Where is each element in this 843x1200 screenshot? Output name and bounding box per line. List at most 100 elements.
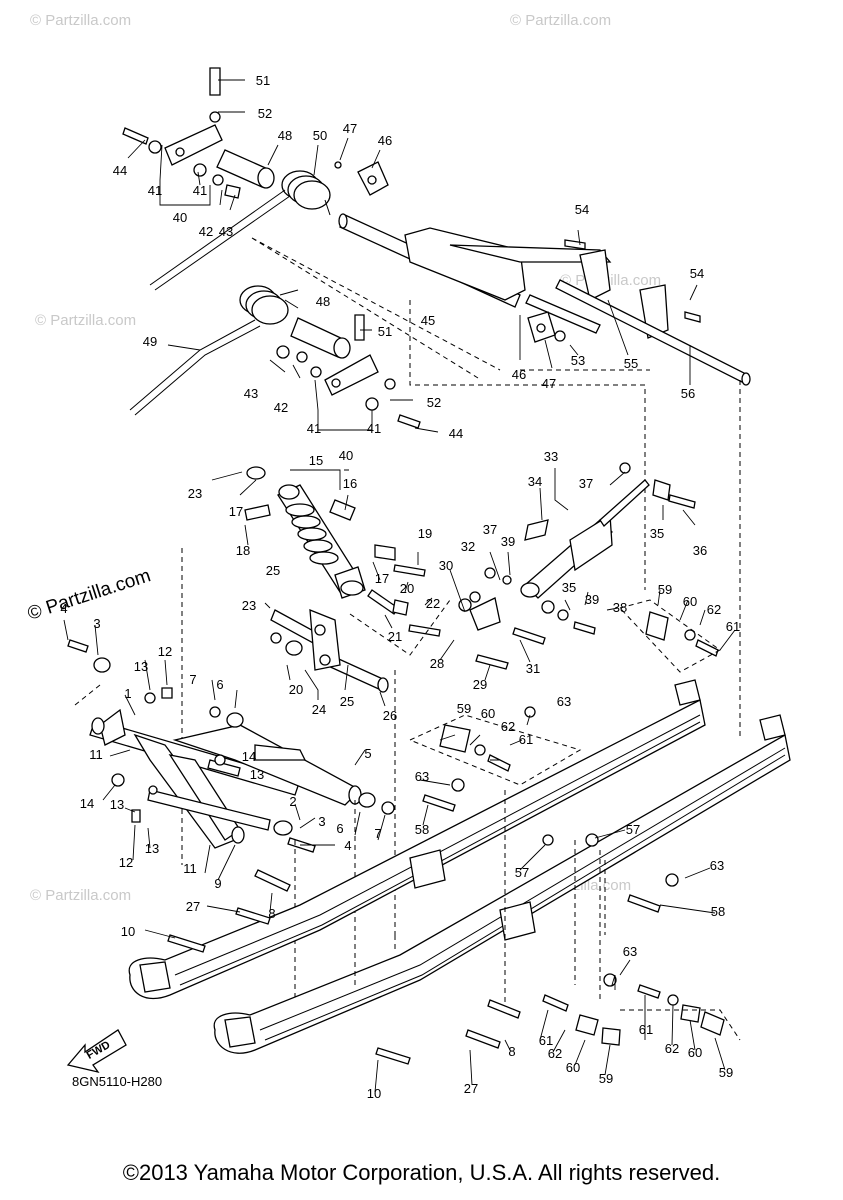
callout-22: 22 [426,596,440,611]
callout-54: 54 [575,202,589,217]
callout-12b: 12 [119,855,133,870]
callout-14: 14 [242,749,256,764]
callout-4: 4 [60,601,67,616]
callout-62: 62 [707,602,721,617]
rear-shaft-assembly [122,67,751,429]
callout-57b: 57 [515,865,529,880]
callout-6b: 6 [336,821,343,836]
callout-6: 6 [216,677,223,692]
callout-41b: 41 [193,183,207,198]
callout-10b: 10 [367,1086,381,1101]
callout-21: 21 [388,629,402,644]
pivot-shaft-group [270,609,389,693]
callout-40b: 40 [339,448,353,463]
watermark-mid-right: © Partzilla.com [560,272,661,289]
callout-39: 39 [501,534,515,549]
callout-43: 43 [219,224,233,239]
callout-17: 17 [229,504,243,519]
callout-51: 51 [256,73,270,88]
callout-16: 16 [343,476,357,491]
callout-27: 27 [186,899,200,914]
callout-23b: 23 [242,598,256,613]
callout-54b: 54 [690,266,704,281]
callout-63d: 63 [623,944,637,959]
rail-hardware [167,706,725,1065]
callout-55: 55 [624,356,638,371]
callout-20b: 20 [289,682,303,697]
callout-2: 2 [289,794,296,809]
callout-37b: 37 [483,522,497,537]
callout-41c: 41 [307,421,321,436]
front-suspension-arm [89,708,362,849]
callout-37: 37 [579,476,593,491]
callout-12: 12 [158,644,172,659]
callout-10: 10 [121,924,135,939]
callout-44b: 44 [449,426,463,441]
callout-25b: 25 [340,694,354,709]
callout-23: 23 [188,486,202,501]
callout-4b: 4 [344,838,351,853]
callout-61b: 61 [519,732,533,747]
callout-51b: 51 [378,324,392,339]
callout-8: 8 [268,906,275,921]
callout-9: 9 [214,876,221,891]
torsion-spring-upper [149,170,331,291]
callout-30: 30 [439,558,453,573]
left-slide-rail [128,679,706,1000]
callout-41: 41 [148,183,162,198]
callout-27b: 27 [464,1081,478,1096]
callout-38: 38 [613,600,627,615]
callout-35b: 35 [562,580,576,595]
callout-60c: 60 [566,1060,580,1075]
fwd-arrow: FWD [66,1029,127,1074]
callout-8b: 8 [508,1044,515,1059]
callout-13: 13 [134,659,148,674]
callout-60: 60 [683,594,697,609]
callout-48: 48 [278,128,292,143]
callout-60d: 60 [688,1045,702,1060]
callout-63: 63 [557,694,571,709]
callout-42b: 42 [274,400,288,415]
callout-26: 26 [383,708,397,723]
callout-43b: 43 [244,386,258,401]
watermark-top-right: © Partzilla.com [510,12,611,29]
copyright-notice: ©2013 Yamaha Motor Corporation, U.S.A. A… [122,1160,721,1185]
callout-59d: 59 [719,1065,733,1080]
callout-42: 42 [199,224,213,239]
callout-57: 57 [626,822,640,837]
callout-63c: 63 [710,858,724,873]
callout-11: 11 [89,747,103,762]
diagram-code: 8GN5110-H280 [72,1074,162,1089]
callout-24: 24 [312,702,326,717]
callout-58b: 58 [711,904,725,919]
callout-13b: 13 [250,767,264,782]
callout-56: 56 [681,386,695,401]
callout-62b: 62 [501,719,515,734]
callout-62c: 62 [548,1046,562,1061]
callout-41d: 41 [367,421,381,436]
callout-32: 32 [461,539,475,554]
callout-13c: 13 [110,797,124,812]
callout-46b: 46 [512,367,526,382]
callout-58: 58 [415,822,429,837]
callout-35: 35 [650,526,664,541]
callout-61c: 61 [539,1033,553,1048]
callout-52: 52 [258,106,272,121]
callout-62d: 62 [665,1041,679,1056]
watermark-mid-left: © Partzilla.com [35,312,136,329]
callout-20: 20 [400,581,414,596]
callout-19: 19 [418,526,432,541]
callout-33: 33 [544,449,558,464]
callout-1: 1 [124,686,131,701]
watermark-lower-left: © Partzilla.com [30,887,131,904]
callout-60b: 60 [481,706,495,721]
right-slide-rail [213,714,791,1054]
callout-61d: 61 [639,1022,653,1037]
callout-61: 61 [726,619,740,634]
callout-14b: 14 [80,796,94,811]
watermark-main: © Partzilla.com [25,565,153,625]
callout-47: 47 [343,121,357,136]
callout-52b: 52 [427,395,441,410]
callout-3: 3 [93,616,100,631]
callout-29: 29 [473,677,487,692]
